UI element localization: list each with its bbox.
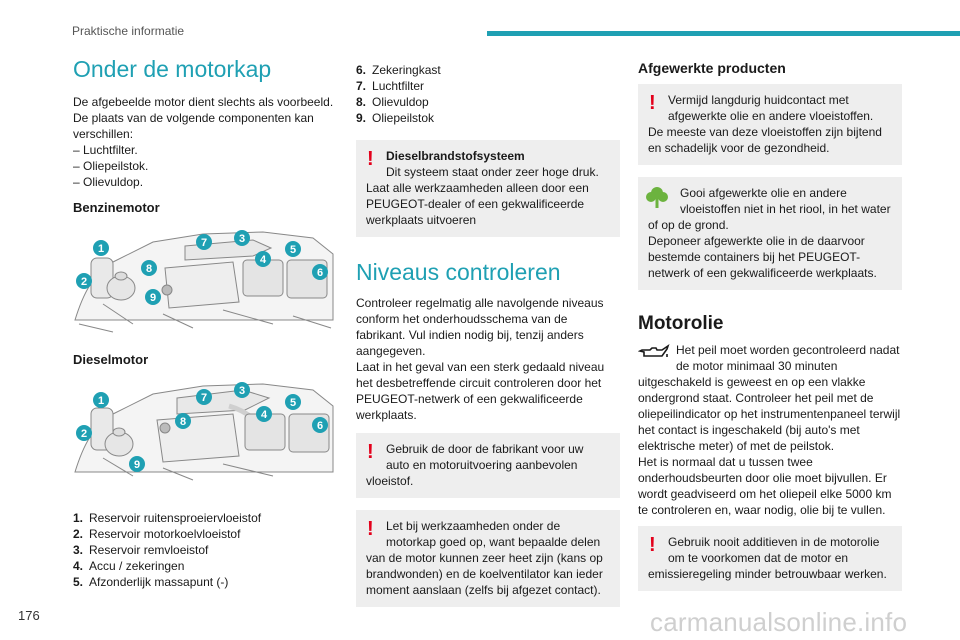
callout-8: 8 [180, 416, 186, 428]
page-number: 176 [18, 608, 40, 623]
callout-7: 7 [201, 237, 207, 249]
heat-warning-box: ! Let bij werkzaamheden onder de motorka… [356, 510, 620, 607]
warning-title: Dieselbrandstofsysteem [386, 149, 525, 163]
intro-text: De afgebeelde motor dient slechts als vo… [73, 95, 334, 141]
list-item: 9.Oliepeilstok [356, 111, 435, 125]
column-3: Afgewerkte producten ! Vermijd langdurig… [638, 60, 902, 591]
watermark: carmanualsonline.info [650, 607, 908, 637]
callout-3: 3 [239, 385, 245, 397]
header-accent-bar [487, 31, 960, 36]
column-1: Onder de motorkap De afgebeelde motor di… [73, 56, 338, 590]
warning-icon: ! [649, 92, 656, 114]
dash-list: – Luchtfilter. – Oliepeilstok. – Olievul… [73, 142, 338, 190]
warning-text: emissieregeling minder betrouwbaar werke… [648, 567, 887, 581]
callout-9: 9 [134, 459, 140, 471]
title-under-hood: Onder de motorkap [73, 56, 272, 82]
list-item: 3.Reservoir remvloeistof [73, 543, 209, 557]
list-item: 4.Accu / zekeringen [73, 559, 185, 573]
diesel-engine-diagram: 1 2 3 4 5 6 7 8 9 [74, 382, 334, 481]
fluid-warning-box: ! Gebruik de door de fabrikant voor uw a… [356, 433, 620, 498]
list-item: 5.Afzonderlijk massapunt (-) [73, 575, 229, 589]
dash-item: – Luchtfilter. [73, 143, 138, 157]
petrol-heading: Benzinemotor [73, 200, 160, 215]
warning-line: motorkap goed op, want bepaalde delen [386, 535, 601, 549]
callout-2: 2 [81, 276, 87, 288]
warning-line: Dit systeem staat onder zeer hoge druk. [386, 165, 599, 179]
list-item: 2.Reservoir motorkoelvloeistof [73, 527, 241, 541]
eco-line: Gooi afgewerkte olie en andere [680, 186, 847, 200]
petrol-engine-diagram: 1 2 3 4 5 6 7 8 9 [74, 230, 334, 333]
warning-icon: ! [367, 148, 374, 170]
levels-body-2: Laat in het geval van een sterk gedaald … [356, 360, 605, 422]
warning-text: Laat alle werkzaamheden alleen door een … [366, 181, 589, 227]
warning-line: Vermijd langdurig huidcontact met [668, 93, 849, 107]
list-item: 1.Reservoir ruitensproeiervloeistof [73, 511, 262, 525]
warning-line: afgewerkte olie en andere vloeistoffen. [668, 109, 874, 123]
oil-line: de motor minimaal 30 minuten [676, 359, 838, 373]
eco-text: Deponeer afgewerkte olie in de daarvoor … [648, 234, 877, 280]
callout-1: 1 [98, 243, 104, 255]
oil-text: Het is normaal dat u tussen twee onderho… [638, 455, 892, 517]
warning-line: Gebruik nooit additieven in de motorolie [668, 535, 880, 549]
title-check-levels: Niveaus controleren [356, 259, 561, 285]
list-item: 8.Olievuldop [356, 95, 429, 109]
warning-line: om te voorkomen dat de motor en [668, 551, 849, 565]
callout-4: 4 [261, 409, 268, 421]
list-item: 7.Luchtfilter [356, 79, 425, 93]
warning-line: auto en motoruitvoering aanbevolen [386, 458, 578, 472]
title-used-products: Afgewerkte producten [638, 60, 786, 76]
callout-5: 5 [290, 397, 296, 409]
dash-item: – Olievuldop. [73, 175, 144, 189]
callout-9: 9 [150, 292, 156, 304]
warning-line: Gebruik de door de fabrikant voor uw [386, 442, 584, 456]
eco-tree-icon [646, 187, 668, 208]
callout-5: 5 [290, 244, 296, 256]
callout-6: 6 [317, 420, 323, 432]
list-item: 6.Zekeringkast [356, 63, 441, 77]
component-list-a: 1.Reservoir ruitensproeiervloeistof 2.Re… [73, 510, 338, 590]
callout-1: 1 [98, 395, 104, 407]
warning-icon: ! [649, 534, 656, 556]
warning-icon: ! [367, 518, 374, 540]
callout-6: 6 [317, 267, 323, 279]
diesel-warning-box: ! Dieselbrandstofsysteem Dit systeem sta… [356, 140, 620, 237]
dash-item: – Oliepeilstok. [73, 159, 149, 173]
warning-line: Let bij werkzaamheden onder de [386, 519, 561, 533]
levels-body: Controleer regelmatig alle navolgende ni… [356, 296, 604, 358]
warning-text: van de motor kunnen zeer heet zijn (kans… [366, 551, 603, 597]
oil-section: Het peil moet worden gecontroleerd nadat… [638, 342, 902, 518]
warning-text: vloeistof. [366, 474, 414, 488]
oil-text: uitgeschakeld is geweest en op een vlakk… [638, 375, 901, 453]
eco-line: vloeistoffen niet in het riool, in het w… [680, 202, 891, 216]
callout-3: 3 [239, 233, 245, 245]
warning-text: De meeste van deze vloeistoffen zijn bij… [648, 125, 882, 155]
oil-line: Het peil moet worden gecontroleerd nadat [676, 343, 900, 357]
additive-warning-box: ! Gebruik nooit additieven in de motorol… [638, 526, 902, 591]
callout-2: 2 [81, 428, 87, 440]
title-engine-oil: Motorolie [638, 313, 724, 334]
eco-text: of op de grond. [648, 218, 729, 232]
callout-7: 7 [201, 392, 207, 404]
column-2: 6.Zekeringkast 7.Luchtfilter 8.Olievuldo… [356, 62, 620, 607]
callout-8: 8 [146, 263, 152, 275]
component-list-b: 6.Zekeringkast 7.Luchtfilter 8.Olievuldo… [356, 62, 620, 126]
skin-warning-box: ! Vermijd langdurig huidcontact met afge… [638, 84, 902, 165]
oil-can-icon [638, 344, 670, 357]
section-label: Praktische informatie [72, 24, 185, 38]
environment-box: Gooi afgewerkte olie en andere vloeistof… [638, 177, 902, 290]
diesel-heading: Dieselmotor [73, 352, 149, 367]
warning-icon: ! [367, 441, 374, 463]
callout-4: 4 [260, 254, 267, 266]
